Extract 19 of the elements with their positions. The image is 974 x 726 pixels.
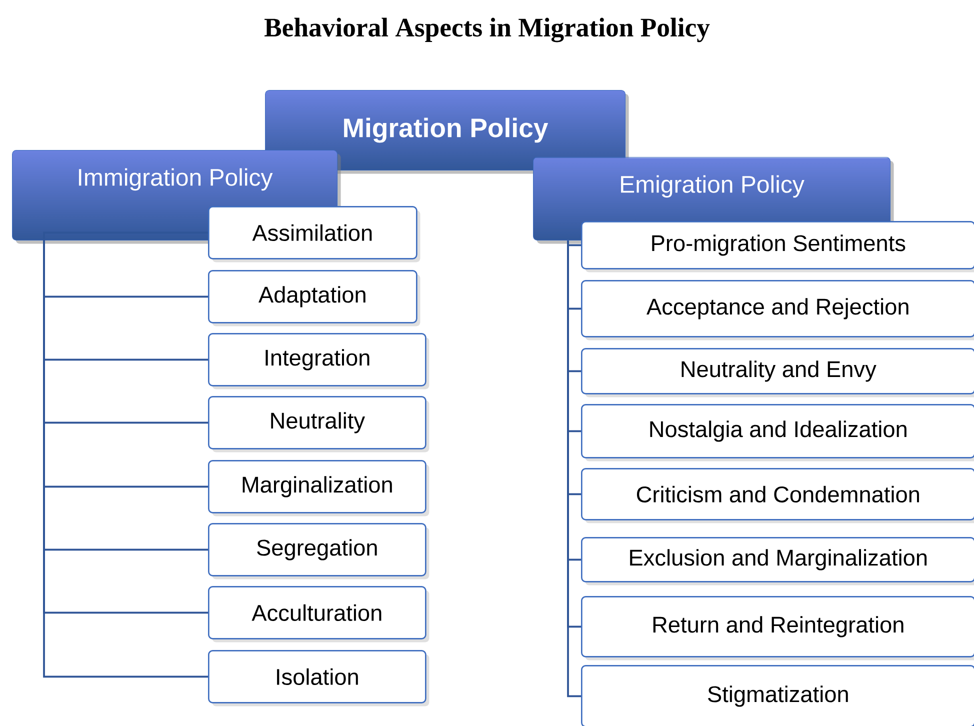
item-box: Adaptation [208,270,420,326]
item-box: Pro-migration Sentiments [581,221,974,272]
item-box: Acceptance and Rejection [581,280,974,340]
item-box: Acculturation [208,586,430,642]
item-box: Segregation [208,523,430,580]
item-box: Stigmatization [581,665,974,726]
item-box: Neutrality and Envy [581,348,974,398]
item-box: Nostalgia and Idealization [581,404,974,462]
item-box: Integration [208,333,430,390]
item-box: Neutrality [208,396,430,452]
item-box: Exclusion and Marginalization [581,537,974,586]
item-box: Isolation [208,650,430,706]
item-box: Marginalization [208,460,430,516]
connector-line [567,240,581,698]
item-box: Criticism and Condemnation [581,468,974,524]
item-box: Return and Reintegration [581,596,974,660]
connector-line [43,232,208,241]
title: Behavioral Aspects in Migration Policy [264,18,710,42]
item-box: Assimilation [208,206,420,262]
